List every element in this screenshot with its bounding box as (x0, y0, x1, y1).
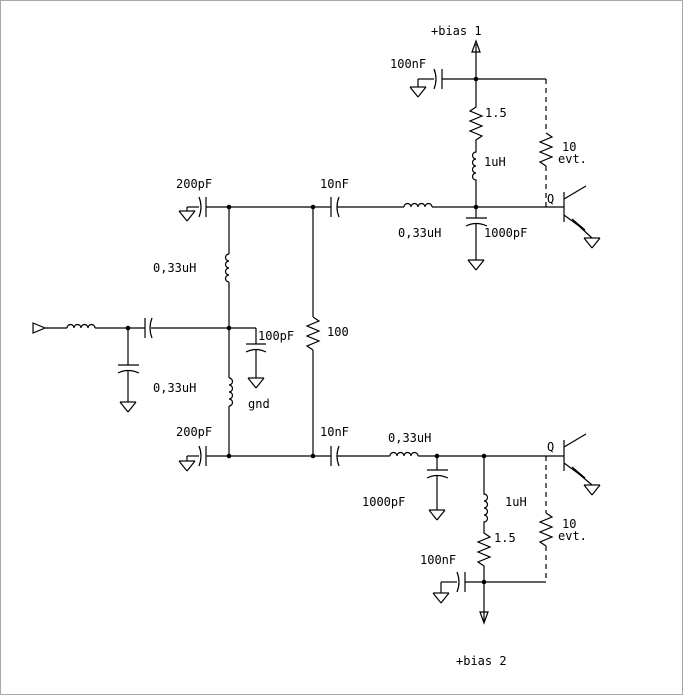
top-100nf-capacitor (417, 68, 476, 90)
bridge-100-resistor (305, 316, 321, 351)
top-200pf-label: 200pF (176, 177, 212, 191)
top-1uh-choke (471, 146, 477, 207)
input-shunt-capacitor (117, 328, 140, 402)
bottom-1uh-label: 1uH (505, 495, 527, 509)
bias1-arrow (471, 39, 481, 53)
top-1000pf-label: 1000pF (484, 226, 527, 240)
upper-shunt-inductor (224, 253, 230, 283)
input-port (32, 322, 67, 334)
top-1uh-label: 1uH (484, 155, 506, 169)
bottom-10nf-label: 10nF (320, 425, 349, 439)
bottom-1-5-resistor (476, 528, 492, 582)
bottom-100nf-capacitor (440, 571, 484, 593)
bottom-series-inductor (389, 451, 419, 457)
ground-symbol (409, 86, 427, 98)
top-200pf-capacitor (186, 196, 229, 218)
ground-symbol (583, 237, 601, 249)
top-transistor (563, 185, 593, 239)
top-q-label: Q (547, 192, 554, 206)
bottom-1000pf-capacitor (426, 456, 449, 510)
ground-symbol (467, 259, 485, 271)
bottom-200pf-label: 200pF (176, 425, 212, 439)
bottom-10-resistor (538, 512, 554, 547)
bottom-series-inductor-label: 0,33uH (388, 431, 431, 445)
bias2-arrow (479, 611, 489, 625)
bridge-100-label: 100 (327, 325, 349, 339)
top-100nf-label: 100nF (390, 57, 426, 71)
top-10-label: 10 (562, 140, 576, 154)
input-series-inductor (66, 323, 96, 329)
bottom-1uh-choke (483, 456, 489, 528)
upper-shunt-inductor-label: 0,33uH (153, 261, 196, 275)
center-100pf-capacitor (229, 327, 267, 378)
top-1-5-label: 1.5 (485, 106, 507, 120)
bottom-q-label: Q (547, 440, 554, 454)
input-series-capacitor (128, 317, 229, 339)
ground-symbol (178, 460, 196, 472)
ground-symbol (178, 210, 196, 222)
ground-symbol (432, 592, 450, 604)
bottom-1000pf-label: 1000pF (362, 495, 405, 509)
bottom-200pf-capacitor (186, 445, 229, 467)
bottom-10-label: 10 (562, 517, 576, 531)
top-10nf-capacitor (313, 196, 404, 218)
lower-shunt-inductor (228, 377, 234, 407)
bottom-10nf-capacitor (313, 445, 390, 467)
bias2-label: +bias 2 (456, 654, 507, 668)
top-10nf-label: 10nF (320, 177, 349, 191)
gnd-label: gnd (248, 397, 270, 411)
bottom-100nf-label: 100nF (420, 553, 456, 567)
bias1-label: +bias 1 (431, 24, 482, 38)
lower-shunt-inductor-label: 0,33uH (153, 381, 196, 395)
ground-symbol (247, 377, 265, 389)
ground-symbol (119, 401, 137, 413)
top-10-resistor (538, 132, 554, 167)
top-series-inductor-label: 0,33uH (398, 226, 441, 240)
ground-symbol (583, 484, 601, 496)
bottom-1-5-label: 1.5 (494, 531, 516, 545)
center-100pf-label: 100pF (258, 329, 294, 343)
top-1000pf-capacitor (465, 207, 488, 260)
bottom-evt-label: evt. (558, 529, 587, 543)
ground-symbol (428, 509, 446, 521)
top-1-5-resistor (468, 79, 484, 146)
top-series-inductor (403, 202, 433, 208)
top-evt-label: evt. (558, 152, 587, 166)
bottom-transistor (563, 433, 593, 486)
